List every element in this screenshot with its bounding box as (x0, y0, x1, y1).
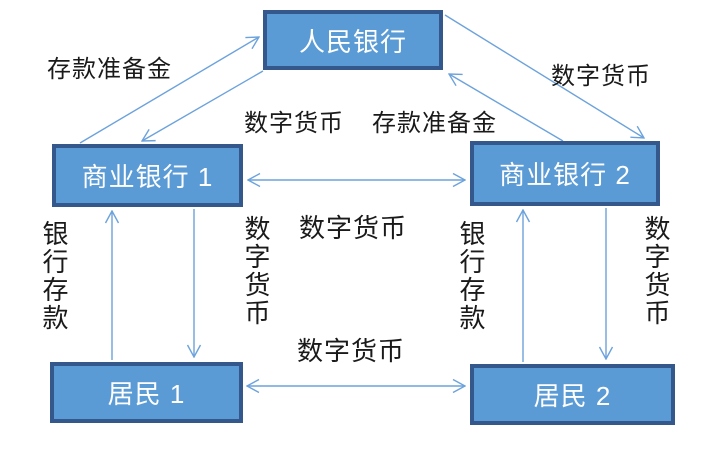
node-resident-2: 居民 2 (470, 364, 675, 425)
node-commercial-bank-1: 商业银行 1 (52, 144, 243, 207)
edge-label-reserve-left: 存款准备金 (47, 57, 172, 83)
edge-pboc-to-bank2 (444, 14, 644, 138)
edge-bank1-to-pboc (79, 37, 259, 144)
edge-bank2-to-pboc (449, 74, 564, 142)
edge-label-digital-left-vert: 数字货币 (241, 215, 270, 327)
node-peoples-bank: 人民银行 (263, 10, 443, 70)
edge-label-digital-middle: 数字货币 (299, 214, 408, 243)
edge-label-digital-bottom: 数字货币 (297, 337, 406, 366)
edge-label-digital-right-vert: 数字货币 (641, 215, 670, 327)
edge-label-digital-upper-right: 数字货币 (551, 64, 651, 90)
edge-label-bank-deposit-right: 银行存款 (456, 220, 485, 332)
edge-label-digital-upper-left: 数字货币 (244, 111, 344, 137)
node-commercial-bank-2: 商业银行 2 (470, 141, 660, 206)
edge-label-bank-deposit-left: 银行存款 (39, 220, 68, 332)
edge-label-reserve-right: 存款准备金 (372, 111, 497, 137)
node-resident-1: 居民 1 (50, 362, 243, 423)
edge-pboc-to-bank1 (142, 70, 264, 141)
